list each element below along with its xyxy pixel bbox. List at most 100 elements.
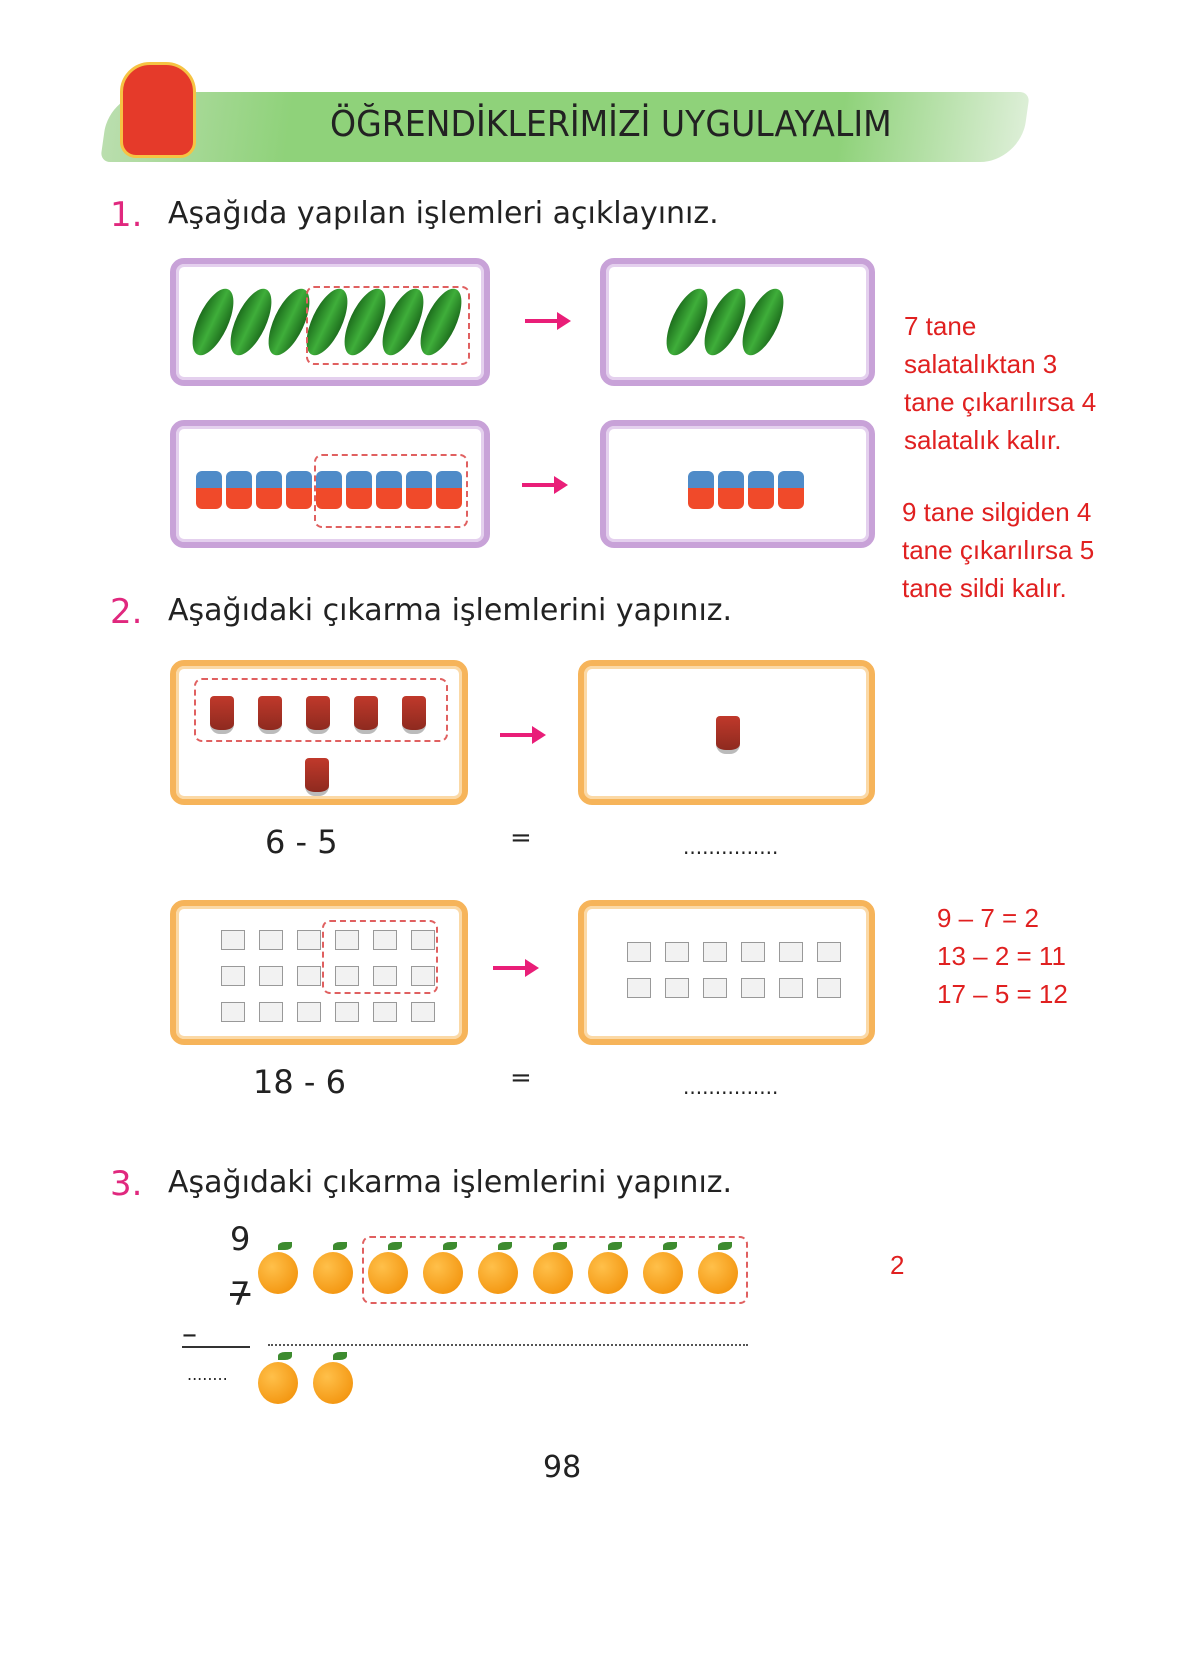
tea-after-frame	[578, 660, 875, 805]
tea-glass-icon	[306, 696, 330, 734]
sugar-cube-icon	[703, 978, 727, 998]
equals-sign: =	[510, 1063, 532, 1093]
q3-number: 3.	[110, 1164, 143, 1204]
page-number: 98	[543, 1450, 582, 1485]
cucumber-before-frame	[170, 258, 490, 386]
sugar-cube-icon	[817, 978, 841, 998]
sugar-cube-icon	[411, 966, 435, 986]
sugar-cube-icon	[259, 966, 283, 986]
expression-2: 18 - 6	[253, 1063, 346, 1101]
result-line	[182, 1346, 250, 1348]
answer-blank-2[interactable]: ...............	[683, 1075, 779, 1099]
page-title: ÖĞRENDİKLERİMİZİ UYGULAYALIM	[330, 104, 892, 145]
sugar-cube-icon	[373, 1002, 397, 1022]
eraser-icon	[778, 471, 804, 509]
eraser-icon	[286, 471, 312, 509]
tea-glass-icon	[258, 696, 282, 734]
removed-group	[314, 454, 468, 528]
answer-line: salatalık kalır.	[904, 425, 1062, 455]
tea-before-frame	[170, 660, 468, 805]
equals-sign: =	[510, 823, 532, 853]
eraser-icon	[436, 471, 462, 509]
eraser-icon	[196, 471, 222, 509]
orange-icon	[643, 1242, 683, 1294]
eraser-icon	[718, 471, 744, 509]
orange-icon	[258, 1242, 298, 1294]
result-blank[interactable]: ........	[187, 1365, 228, 1384]
backpack-mascot-icon	[120, 62, 196, 158]
sugar-cube-icon	[297, 930, 321, 950]
sugar-cube-icon	[221, 930, 245, 950]
sugar-cube-icon	[259, 1002, 283, 1022]
sugar-cube-icon	[665, 942, 689, 962]
eraser-icon	[226, 471, 252, 509]
sugar-cube-icon	[627, 942, 651, 962]
sugar-cube-icon	[703, 942, 727, 962]
orange-icon	[533, 1242, 573, 1294]
arrow-icon	[493, 959, 539, 977]
sugar-cube-icon	[297, 966, 321, 986]
removed-group	[322, 920, 438, 994]
expression-1: 6 - 5	[265, 823, 338, 861]
sugar-cube-icon	[817, 942, 841, 962]
sugar-cube-icon	[741, 978, 765, 998]
orange-icon	[478, 1242, 518, 1294]
answer-line: 9 tane silgiden 4	[902, 497, 1092, 527]
sugar-cube-icon	[221, 966, 245, 986]
arrow-icon	[522, 476, 568, 494]
answer-line: 17 – 5 = 12	[937, 979, 1068, 1009]
answer-line: tane sildi kalır.	[902, 573, 1067, 603]
sugar-cube-icon	[627, 978, 651, 998]
cucumber-after-frame	[600, 258, 875, 386]
answer-1: 7 tane salatalıktan 3 tane çıkarılırsa 4…	[904, 307, 1096, 459]
answer-line: 9 – 7 = 2	[937, 903, 1039, 933]
tea-glass-icon	[354, 696, 378, 734]
answer-line: 7 tane	[904, 311, 977, 341]
removed-group	[362, 1236, 748, 1304]
q2-number: 2.	[110, 592, 143, 632]
orange-icon	[588, 1242, 628, 1294]
q3-text: Aşağıdaki çıkarma işlemlerini yapınız.	[168, 1165, 733, 1200]
answer-line: 13 – 2 = 11	[937, 941, 1066, 971]
eraser-icon	[346, 471, 372, 509]
sugar-cube-icon	[335, 1002, 359, 1022]
q1-text: Aşağıda yapılan işlemleri açıklayınız.	[168, 196, 719, 231]
answer-line: salatalıktan 3	[904, 349, 1058, 379]
answer-4: 2	[890, 1250, 905, 1280]
minuend: 9	[230, 1220, 251, 1258]
minus-sign: –	[182, 1317, 197, 1352]
orange-icon	[258, 1352, 298, 1404]
tea-glass-icon	[210, 696, 234, 734]
eraser-icon	[748, 471, 774, 509]
arrow-icon	[525, 312, 571, 330]
sugar-cube-icon	[259, 930, 283, 950]
removed-group	[306, 286, 470, 365]
sugar-cube-icon	[373, 930, 397, 950]
orange-icon	[368, 1242, 408, 1294]
tea-glass-icon	[305, 758, 329, 796]
answer-blank-1[interactable]: ...............	[683, 835, 779, 859]
sugar-cube-icon	[373, 966, 397, 986]
orange-icon	[313, 1352, 353, 1404]
q1-number: 1.	[110, 195, 143, 235]
sugar-cube-icon	[779, 942, 803, 962]
sugar-cube-icon	[335, 966, 359, 986]
eraser-icon	[256, 471, 282, 509]
eraser-after-frame	[600, 420, 875, 548]
sugar-cube-icon	[665, 978, 689, 998]
sugar-before-frame	[170, 900, 468, 1045]
orange-icon	[698, 1242, 738, 1294]
sugar-cube-icon	[335, 930, 359, 950]
eraser-icon	[688, 471, 714, 509]
eraser-icon	[376, 471, 402, 509]
eraser-before-frame	[170, 420, 490, 548]
answer-3: 9 – 7 = 2 13 – 2 = 11 17 – 5 = 12	[937, 899, 1068, 1013]
orange-icon	[313, 1242, 353, 1294]
sugar-cube-icon	[411, 930, 435, 950]
q2-text: Aşağıdaki çıkarma işlemlerini yapınız.	[168, 593, 733, 628]
orange-icon	[423, 1242, 463, 1294]
eraser-icon	[316, 471, 342, 509]
dotted-line	[268, 1344, 748, 1346]
sugar-cube-icon	[411, 1002, 435, 1022]
